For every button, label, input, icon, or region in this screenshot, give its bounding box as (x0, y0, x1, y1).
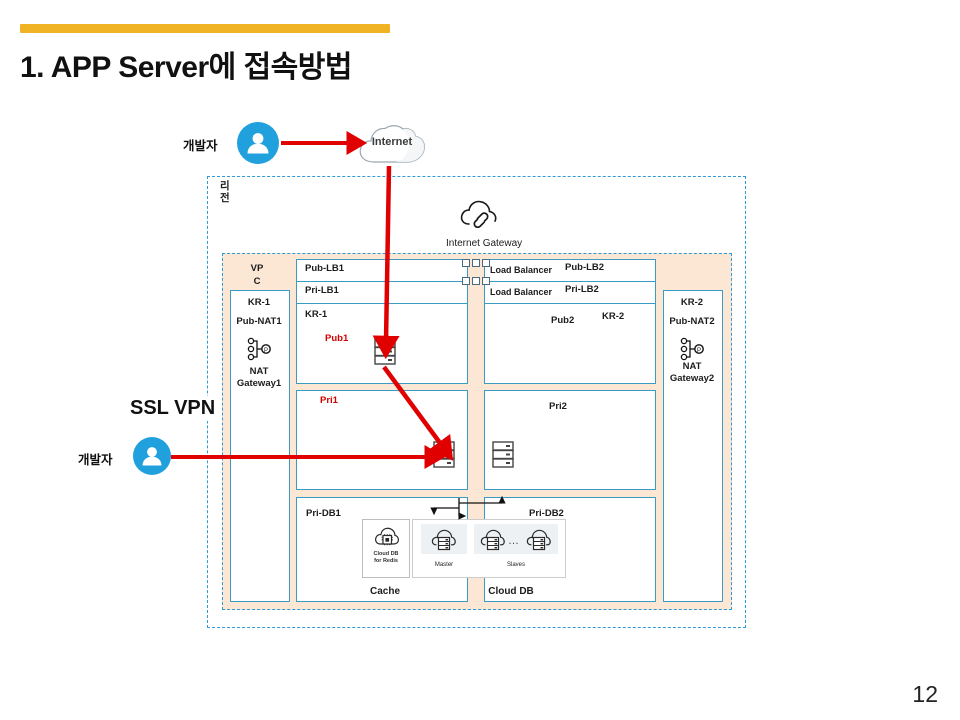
subnet-pub2 (484, 303, 656, 384)
pub-lb2-label: Pub-LB2 (565, 262, 605, 273)
pub-nat2-subnet: Pub-NAT2 (669, 316, 715, 327)
nat-gateway1-name-line1: NAT (249, 366, 269, 377)
developer-top-label: 개발자 (183, 139, 218, 153)
region-label-line2: 전 (220, 192, 230, 204)
region-label-line1: 리 (220, 180, 230, 192)
pub-nat1-zone: KR-1 (247, 297, 271, 308)
pri-lb2-kind: Load Balancer (490, 287, 553, 297)
developer-bottom-label: 개발자 (78, 453, 113, 467)
nat-gateway2-name-line2: Gateway2 (669, 373, 715, 384)
pri-lb1-label: Pri-LB1 (305, 285, 339, 296)
internet-cloud: Internet (357, 122, 427, 166)
pub1-subnet: Pub1 (325, 333, 349, 344)
developer-bottom-avatar (133, 437, 171, 475)
selection-handle-se[interactable] (482, 277, 490, 285)
svg-text:P: P (264, 348, 268, 354)
cloud-db-redis-icon (374, 526, 400, 553)
subnet-pub-nat2 (663, 290, 723, 602)
server-rack-icon (492, 441, 514, 474)
cache-tile-label-line1: Cloud DB (373, 551, 399, 557)
selection-handle-ne[interactable] (482, 259, 490, 267)
pub-lb2-kind: Load Balancer (490, 265, 553, 275)
cloud-database-icon (526, 528, 552, 557)
slaves-caption: Slaves (506, 562, 525, 568)
pri2-subnet: Pri2 (549, 401, 567, 412)
pub2-zone: KR-2 (602, 311, 625, 322)
selection-handle-n[interactable] (472, 259, 480, 267)
title-accent-bar (20, 24, 390, 33)
selection-handle-sw[interactable] (462, 277, 470, 285)
pub1-zone: KR-1 (305, 309, 328, 320)
cloud-database-icon (431, 528, 457, 557)
cache-tile-label-line2: for Redis (374, 558, 398, 565)
page-number: 12 (912, 681, 938, 707)
person-icon (142, 447, 162, 466)
pri-db2-label: Pri-DB2 (529, 508, 564, 519)
person-icon (247, 133, 269, 154)
subnet-pri2 (484, 390, 656, 490)
nat-gateway1-name-line2: Gateway1 (236, 378, 282, 389)
selection-handle-nw[interactable] (462, 259, 470, 267)
pri-lb2-label: Pri-LB2 (565, 284, 599, 295)
internet-gateway-icon (459, 198, 499, 229)
nat-gateway-icon: P (246, 336, 274, 362)
internet-gateway-label: Internet Gateway (446, 238, 523, 249)
developer-top-avatar (237, 122, 279, 164)
internet-cloud-label: Internet (371, 136, 413, 148)
vpc-label-line1: VP (250, 263, 264, 274)
page-title: 1. APP Server에 접속방법 (20, 51, 352, 84)
pri1-subnet: Pri1 (320, 395, 338, 406)
vpc-label-line2: C (253, 276, 261, 287)
subnet-pub-nat1 (230, 290, 290, 602)
cloud-database-icon (480, 528, 506, 557)
master-caption: Master (434, 562, 454, 568)
pub-nat1-subnet: Pub-NAT1 (236, 316, 282, 327)
ssl-vpn-label: SSL VPN (126, 396, 220, 421)
cache-tile: Cloud DB for Redis (362, 519, 410, 578)
pub-nat2-zone: KR-2 (680, 297, 704, 308)
selection-handles[interactable] (462, 259, 490, 285)
pub-lb1-label: Pub-LB1 (305, 263, 345, 274)
svg-text:P: P (697, 348, 701, 354)
nat-gateway2-name-line1: NAT (682, 361, 702, 372)
pub2-subnet: Pub2 (551, 315, 575, 326)
cache-caption: Cache (369, 586, 400, 597)
pri-db1-label: Pri-DB1 (306, 508, 341, 519)
nat-gateway-icon: P (679, 336, 707, 362)
selection-handle-s[interactable] (472, 277, 480, 285)
slaves-ellipsis: … (508, 535, 520, 547)
clouddb-caption: Cloud DB (488, 586, 534, 597)
